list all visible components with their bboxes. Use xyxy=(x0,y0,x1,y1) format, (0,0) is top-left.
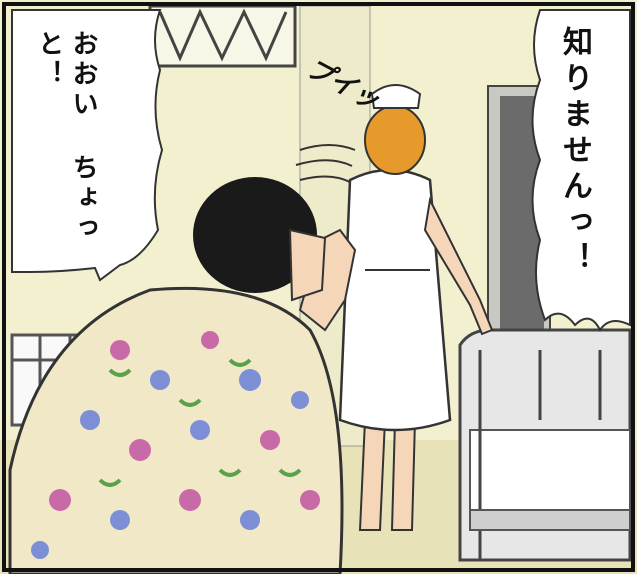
speech-bubble-right xyxy=(531,9,631,332)
man-figure xyxy=(8,177,357,574)
motion-lines xyxy=(295,144,356,183)
pajama-pattern xyxy=(31,331,320,559)
speech-text-left: おおい ちょっと！ xyxy=(34,30,98,244)
nurse-figure xyxy=(338,84,494,531)
speech-bubble-left xyxy=(11,9,164,282)
window-frame xyxy=(148,4,297,68)
speech-text-right: 知りませんっ！ xyxy=(557,26,592,278)
bed-right xyxy=(458,328,632,562)
